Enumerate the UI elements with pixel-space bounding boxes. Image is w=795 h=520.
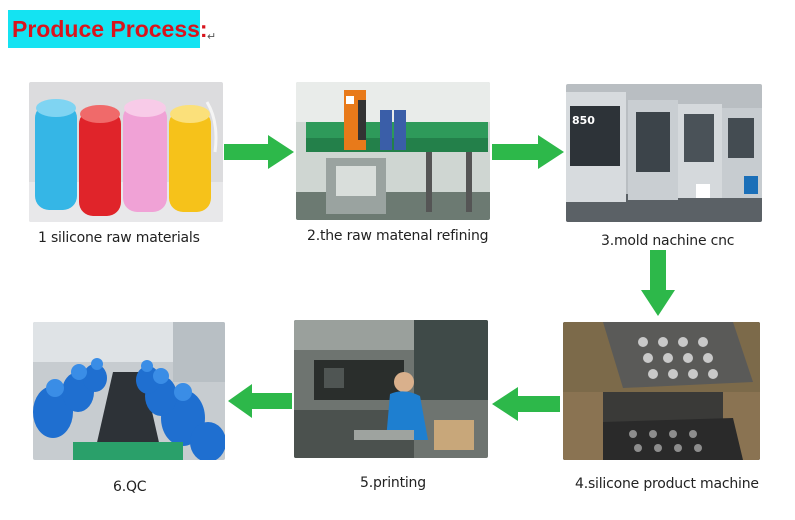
step-6-caption: 6.QC [113, 479, 147, 495]
step-3-caption: 3.mold nachine cnc [601, 233, 735, 249]
step-4-caption: 4.silicone product machine [575, 476, 759, 492]
step-1-caption: 1 silicone raw materials [38, 230, 200, 246]
step-5-caption: 5.printing [360, 475, 426, 491]
arrow-right-icon [492, 135, 564, 169]
arrow-left-icon [228, 384, 292, 418]
mold-press-photo [563, 322, 760, 460]
refining-machine-photo [296, 82, 490, 220]
arrow-down-icon [641, 250, 675, 316]
page-title: Produce Process: [8, 10, 208, 48]
machine-model-label: 850 [572, 114, 595, 127]
printing-workshop-photo [294, 320, 488, 458]
arrow-left-icon [492, 387, 560, 421]
cnc-machine-photo: 850 [566, 84, 762, 222]
qc-workers-photo [33, 322, 225, 460]
arrow-right-icon [224, 135, 294, 169]
step-2-caption: 2.the raw matenal refining [307, 228, 489, 244]
paragraph-mark-icon: ↵ [207, 31, 217, 43]
silicone-rolls-photo [29, 82, 223, 222]
